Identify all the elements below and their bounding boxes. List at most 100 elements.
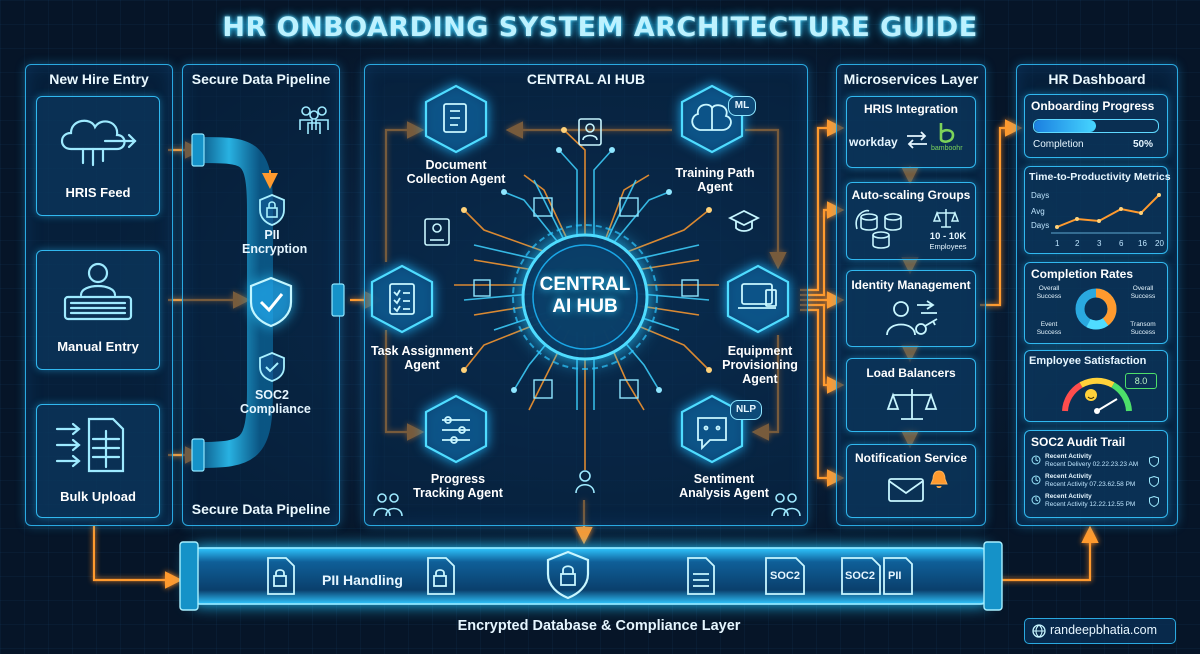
check-shield-small-icon [1149,475,1159,488]
workday-logo: workday [849,135,898,149]
bamboohr-leaf-icon [939,123,955,143]
pii-encryption-label: PII Encryption [242,228,308,256]
user-card-icon [578,118,602,146]
onboarding-progress-widget[interactable]: Onboarding Progress Completion 50% [1024,94,1168,158]
ml-badge: ML [728,96,756,116]
pii-doc-label: PII [888,570,902,582]
scale-balance-icon [932,209,960,228]
cloud-upload-icon [60,119,137,167]
legend-event: Event Success [1036,321,1062,336]
bell-icon [930,470,948,488]
people-icon [373,493,403,517]
new-hire-entry-title: New Hire Entry [49,71,149,87]
load-balancers-card[interactable]: Load Balancers [846,358,976,432]
bamboohr-logo: bamboohr [931,145,963,152]
balance-scale-icon [886,389,938,420]
satisfaction-gauge [1062,377,1132,414]
check-shield-icon [249,276,293,328]
progress-track [1033,119,1159,133]
legend-overall-left: Overall Success [1036,285,1062,300]
onboarding-progress-label: Onboarding Progress [1031,99,1155,113]
pii-encryption-stage: PII Encryption [226,194,318,264]
user-key-icon [886,300,938,336]
x-tick-3: 3 [1097,239,1102,248]
id-card-icon [424,218,450,246]
pii-handling-label: PII Handling [322,572,403,588]
progress-fill [1034,120,1096,132]
manual-entry-label: Manual Entry [57,339,139,354]
clock-icon [1031,455,1041,465]
hub-core-label: CENTRAL AI HUB [539,274,631,317]
soc2-compliance-stage: SOC2 Compliance [226,352,318,422]
graduation-cap-icon [727,209,761,232]
auto-scaling-label: Auto-scaling Groups [851,188,971,202]
manual-entry-card[interactable]: Manual Entry [36,250,160,370]
hr-dashboard-title: HR Dashboard [1048,71,1146,87]
people-icon-right [771,493,801,517]
task-agent-hex [370,264,434,334]
employee-satisfaction-label: Employee Satisfaction [1029,355,1147,367]
check-shield-small-icon [1149,495,1159,508]
soc2-compliance-label: SOC2 Compliance [240,388,311,416]
x-tick-6: 20 [1155,239,1164,248]
time-to-productivity-widget[interactable]: Time-to-Productivity Metrics Days Avg Da… [1024,166,1171,254]
auto-scaling-card[interactable]: Auto-scaling Groups 10 - 10K Employees [846,182,976,260]
bulk-upload-card[interactable]: Bulk Upload [36,404,160,518]
scaling-range: 10 - 10K [929,231,967,242]
badge-icon [259,352,285,382]
notification-service-card[interactable]: Notification Service [846,444,976,518]
soc2-audit-trail-widget[interactable]: SOC2 Audit Trail Recent Activity Recent … [1024,430,1168,518]
hris-integration-label: HRIS Integration [863,102,958,116]
agent-hexagons [370,84,790,464]
identity-management-card[interactable]: Identity Management [846,270,976,347]
people-group-icon [299,106,329,134]
legend-transom: Transom Success [1130,321,1156,336]
progress-caption: Completion [1033,139,1084,150]
satisfaction-score: 8.0 [1125,373,1157,389]
globe-icon [1032,624,1046,638]
document-agent-hex [424,84,488,154]
secure-pipeline-title: Secure Data Pipeline [191,71,331,87]
identity-management-label: Identity Management [851,278,971,292]
soc2-doc-label-2: SOC2 [845,570,875,582]
bulk-upload-label: Bulk Upload [60,489,136,504]
audit-entry-2[interactable]: Recent Activity Recent Activity 07.23.62… [1031,473,1161,491]
envelope-icon [888,478,924,502]
page-title: HR ONBOARDING SYSTEM ARCHITECTURE GUIDE [222,12,978,43]
website-badge[interactable]: randeepbhatia.com [1024,618,1176,644]
y-tick-3: Days [1031,221,1050,230]
central-ai-hub-title: CENTRAL AI HUB [526,71,646,87]
y-tick-1: Days [1031,191,1050,200]
completion-rates-widget[interactable]: Completion Rates Overall Success Overall… [1024,262,1168,344]
equipment-agent-hex [726,264,790,334]
clock-icon [1031,475,1041,485]
x-tick-5: 16 [1138,239,1147,248]
x-tick-1: 1 [1055,239,1060,248]
completion-donut-chart [1075,288,1117,330]
check-shield-small-icon [1149,455,1159,468]
x-tick-2: 2 [1075,239,1080,248]
database-cluster-icon [855,209,902,249]
employee-satisfaction-widget[interactable]: Employee Satisfaction 8.0 [1024,350,1168,422]
time-to-productivity-label: Time-to-Productivity Metrics [1029,171,1171,183]
central-core [512,224,658,370]
scaling-range-unit: Employees [929,242,967,251]
soc2-doc-label-1: SOC2 [770,570,800,582]
hris-integration-card[interactable]: HRIS Integration workday bamboohr [846,96,976,168]
audit-entry-1[interactable]: Recent Activity Recent Delivery 02.22.23… [1031,453,1161,471]
x-tick-4: 6 [1119,239,1124,248]
secure-pipeline-footer: Secure Data Pipeline [191,501,331,517]
spreadsheet-icon [55,417,125,473]
audit-entry-3[interactable]: Recent Activity Recent Activity 12.22.12… [1031,493,1161,511]
person-icon [575,470,595,494]
completion-rates-label: Completion Rates [1031,267,1134,281]
database-layer-label: Encrypted Database & Compliance Layer [457,618,741,634]
hris-feed-card[interactable]: HRIS Feed [36,96,160,216]
progress-value: 50% [1133,139,1154,150]
productivity-line-chart [1051,193,1161,234]
website-text: randeepbhatia.com [1050,623,1158,637]
